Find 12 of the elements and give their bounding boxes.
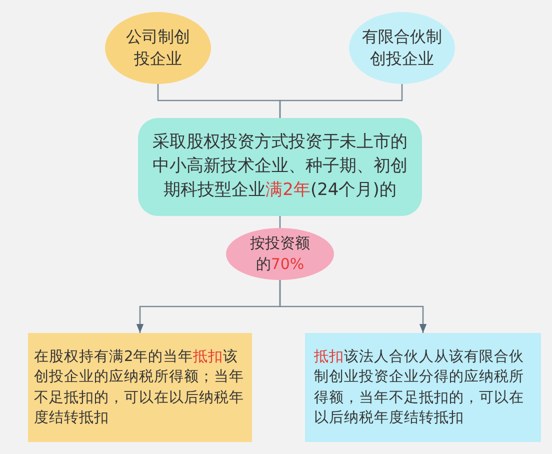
- node-text: 在股权持有满2年的当年抵扣该创投企业的应纳税所得额；当年不足抵扣的，可以在以后纳税年度结转抵扣: [34, 348, 245, 428]
- result-box: [305, 333, 541, 442]
- node-text: 采取股权投资方式投资于未上市的中小高新技术企业、种子期、初创期科技型企业满2年(24个月)的: [152, 131, 408, 202]
- node-text: 抵扣该法人合伙人从该有限合伙制创业投资企业分得的应纳税所得额，当年不足抵扣的，可以在以后纳税年度结转抵扣: [314, 348, 525, 428]
- connector-line: [279, 216, 281, 228]
- process-box: [138, 118, 422, 216]
- node-text: 有限合伙制创投企业: [361, 26, 443, 70]
- node-text: 公司制创投企业: [125, 26, 191, 70]
- node-text: 按投资额的70%: [249, 233, 311, 275]
- result-box: [28, 333, 252, 442]
- arrow: [279, 280, 427, 333]
- connector-line: [279, 84, 403, 118]
